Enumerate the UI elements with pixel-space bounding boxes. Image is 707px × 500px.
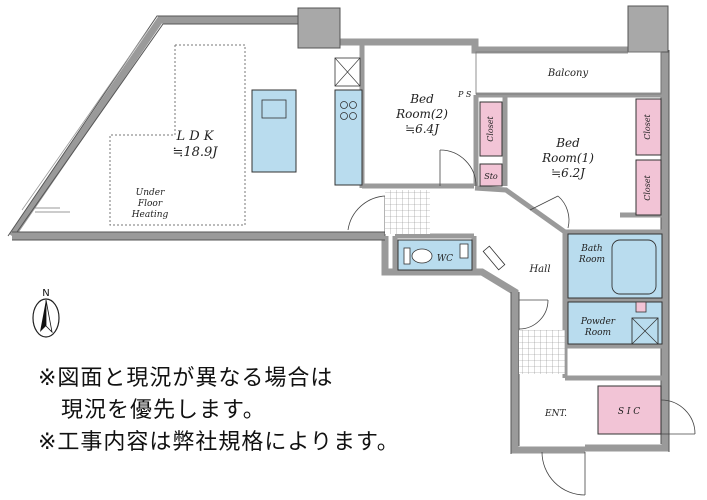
- ldk-room: L D K ≒18.9J Under Floor Heating: [21, 29, 363, 226]
- bed2-line1: Bed: [409, 92, 434, 106]
- closet-bed1-top: [635, 98, 662, 156]
- bed2-line2: Room(2): [395, 107, 448, 121]
- sic-closet: [597, 385, 662, 435]
- stove-icon: [340, 101, 357, 120]
- kitchen-counter: [334, 89, 363, 186]
- ldk-door: [347, 195, 386, 236]
- ent-label: ENT.: [544, 409, 567, 419]
- powder-room: Powder Room: [567, 301, 663, 345]
- bed1-line1: Bed: [555, 136, 580, 150]
- closet-bed2: [479, 101, 503, 157]
- bath-line1: Bath: [580, 244, 602, 254]
- closet-bed1-bottom: [635, 159, 662, 216]
- closet-bed1-top-label: Closet: [643, 113, 652, 139]
- hall-door: [518, 299, 549, 330]
- heating-label-3: Heating: [131, 210, 169, 220]
- north-compass: N: [32, 288, 60, 338]
- bed2-door: [439, 149, 477, 187]
- column-right: [627, 5, 669, 53]
- note-line-2: 現況を優先します。: [38, 398, 266, 423]
- ent-floor-hatch: [519, 330, 565, 374]
- note-line-1: ※図面と現況が異なる場合は: [38, 366, 334, 391]
- powder-line1: Powder: [580, 317, 616, 327]
- bedroom-1: Bed Room(1) ≒6.2J Closet Closet: [529, 98, 662, 229]
- ldk-name: L D K: [175, 129, 214, 144]
- hall-floor-hatch: [385, 190, 430, 234]
- ldk-area: ≒18.9J: [172, 145, 218, 160]
- balcony: Balcony: [475, 51, 662, 95]
- bed1-line2: Room(1): [541, 151, 594, 165]
- exterior-walls: [9, 16, 669, 454]
- north-arrow-icon: [40, 300, 46, 332]
- fridge-icon: [334, 57, 361, 87]
- entrance: ENT. S I C: [541, 385, 696, 496]
- hall: Hall: [482, 245, 565, 374]
- bath-room: Bath Room: [567, 233, 663, 299]
- sic-door: [660, 399, 696, 435]
- column-top: [297, 7, 341, 49]
- closet-bed1-bottom-label: Closet: [643, 174, 652, 200]
- compass-label: N: [42, 288, 49, 299]
- bath-line2: Room: [578, 255, 605, 265]
- shoe-cabinet-icon: [482, 245, 506, 271]
- heating-zone: [109, 44, 246, 226]
- bed1-door: [529, 195, 570, 229]
- storage: [479, 163, 503, 187]
- bathtub-icon: [611, 239, 657, 295]
- hall-label: Hall: [528, 264, 550, 275]
- closet-bed2-label: Closet: [486, 115, 495, 141]
- heating-label-1: Under: [136, 188, 165, 198]
- bed2-area: ≒6.4J: [405, 122, 440, 136]
- wc-room: WC: [397, 239, 473, 271]
- powder-line2: Room: [584, 328, 611, 338]
- bedroom-2: Bed Room(2) ≒6.4J P S Closet Sto: [395, 90, 503, 187]
- balcony-label: Balcony: [547, 68, 589, 79]
- sic-label: S I C: [618, 407, 640, 417]
- heating-label-2: Floor: [137, 199, 163, 209]
- bed1-area: ≒6.2J: [551, 166, 586, 180]
- ps-label: P S: [457, 90, 472, 99]
- storage-label: Sto: [484, 172, 498, 181]
- note-line-3: ※工事内容は弊社規格によります。: [38, 430, 400, 455]
- toilet-icon: [411, 248, 433, 264]
- entrance-door: [541, 451, 586, 496]
- wc-label: WC: [437, 254, 453, 264]
